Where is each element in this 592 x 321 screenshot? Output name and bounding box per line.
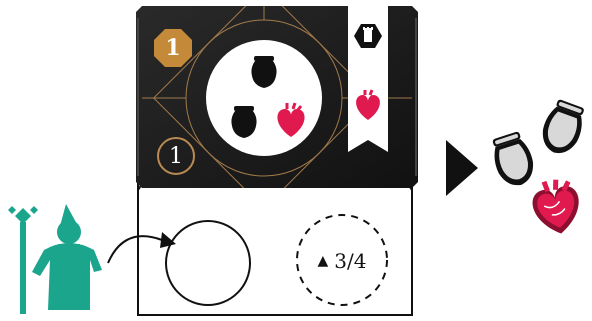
resource-result xyxy=(484,92,592,242)
person-icon: ▲ xyxy=(318,254,329,268)
capacity-text: 3/4 xyxy=(334,249,366,273)
cost-badge: 1 xyxy=(154,29,192,67)
urn-icon xyxy=(536,97,588,158)
building-card[interactable]: 1 1 xyxy=(136,6,418,188)
svg-text:1: 1 xyxy=(169,144,183,169)
capacity-label: ▲ 3/4 xyxy=(292,241,392,281)
wizard-meeple[interactable] xyxy=(4,200,114,318)
card-banner xyxy=(348,6,388,152)
svg-text:1: 1 xyxy=(165,35,180,61)
heart-icon xyxy=(529,176,584,237)
urn-icon xyxy=(488,130,539,191)
right-triangle-icon xyxy=(444,138,480,198)
